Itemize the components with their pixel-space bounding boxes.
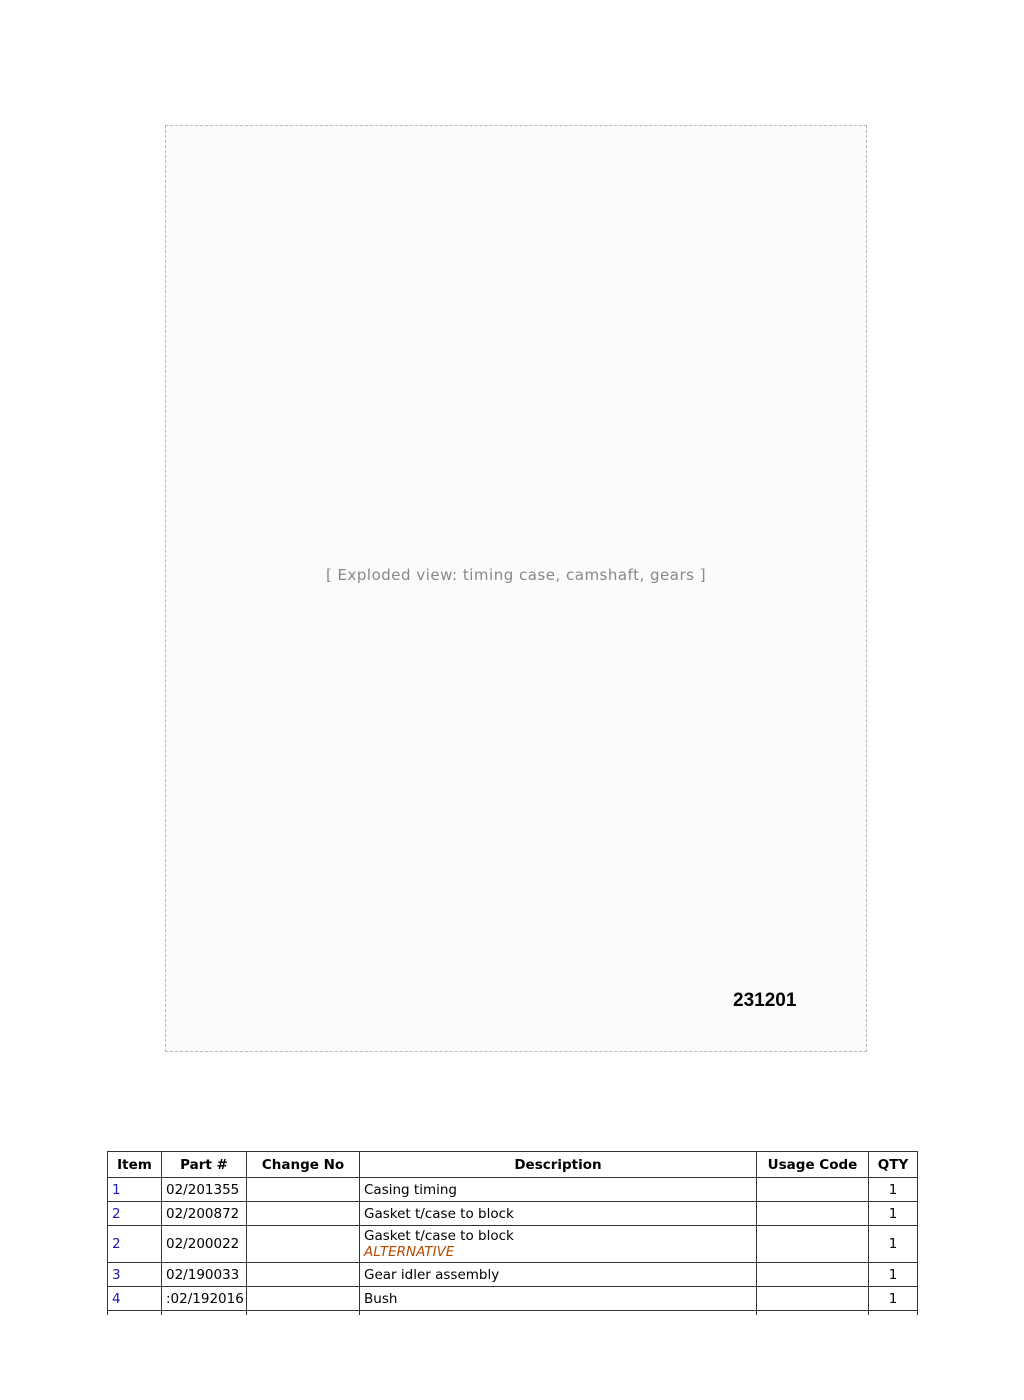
part-number-cell: 02/200022 [161, 1225, 247, 1263]
description-cell: Gasket t/case to block [359, 1201, 757, 1226]
header-qty: QTY [868, 1151, 918, 1178]
table-header-row: Item Part # Change No Description Usage … [107, 1151, 918, 1178]
usage-code-cell [756, 1262, 869, 1287]
description-cell: Bush [359, 1286, 757, 1311]
change-no-cell [246, 1201, 360, 1226]
exploded-parts-diagram: [ Exploded view: timing case, camshaft, … [165, 125, 867, 1052]
qty-cell: 1 [868, 1262, 918, 1287]
description-cell: Gear idler assembly [359, 1262, 757, 1287]
change-no-cell [246, 1286, 360, 1311]
item-cell: 2 [107, 1201, 162, 1226]
header-change-no: Change No [246, 1151, 360, 1178]
qty-cell: 1 [868, 1286, 918, 1311]
usage-code-cell [756, 1225, 869, 1263]
part-number-cell: 02/200872 [161, 1201, 247, 1226]
item-cell: 2 [107, 1225, 162, 1263]
header-usage-code: Usage Code [756, 1151, 869, 1178]
header-item: Item [107, 1151, 162, 1178]
item-cell: 1 [107, 1177, 162, 1202]
alternative-note: ALTERNATIVE [364, 1244, 455, 1260]
table-row-cutoff [107, 1310, 918, 1315]
usage-code-cell [756, 1286, 869, 1311]
parts-table: Item Part # Change No Description Usage … [107, 1151, 918, 1315]
item-cell: 4 [107, 1286, 162, 1311]
change-no-cell [246, 1262, 360, 1287]
usage-code-cell [756, 1177, 869, 1202]
qty-cell: 1 [868, 1225, 918, 1263]
part-number-cell: 02/190033 [161, 1262, 247, 1287]
diagram-placeholder: [ Exploded view: timing case, camshaft, … [325, 566, 707, 584]
description-cell: Casing timing [359, 1177, 757, 1202]
qty-cell: 1 [868, 1201, 918, 1226]
part-number-cell: :02/192016 [161, 1286, 247, 1311]
change-no-cell [246, 1177, 360, 1202]
usage-code-cell [756, 1201, 869, 1226]
change-no-cell [246, 1225, 360, 1263]
figure-number: 231201 [733, 990, 797, 1011]
part-number-cell: 02/201355 [161, 1177, 247, 1202]
header-part-number: Part # [161, 1151, 247, 1178]
header-description: Description [359, 1151, 757, 1178]
table-row: 4:02/192016 Bush 1 [107, 1286, 918, 1311]
qty-cell: 1 [868, 1177, 918, 1202]
item-cell: 3 [107, 1262, 162, 1287]
